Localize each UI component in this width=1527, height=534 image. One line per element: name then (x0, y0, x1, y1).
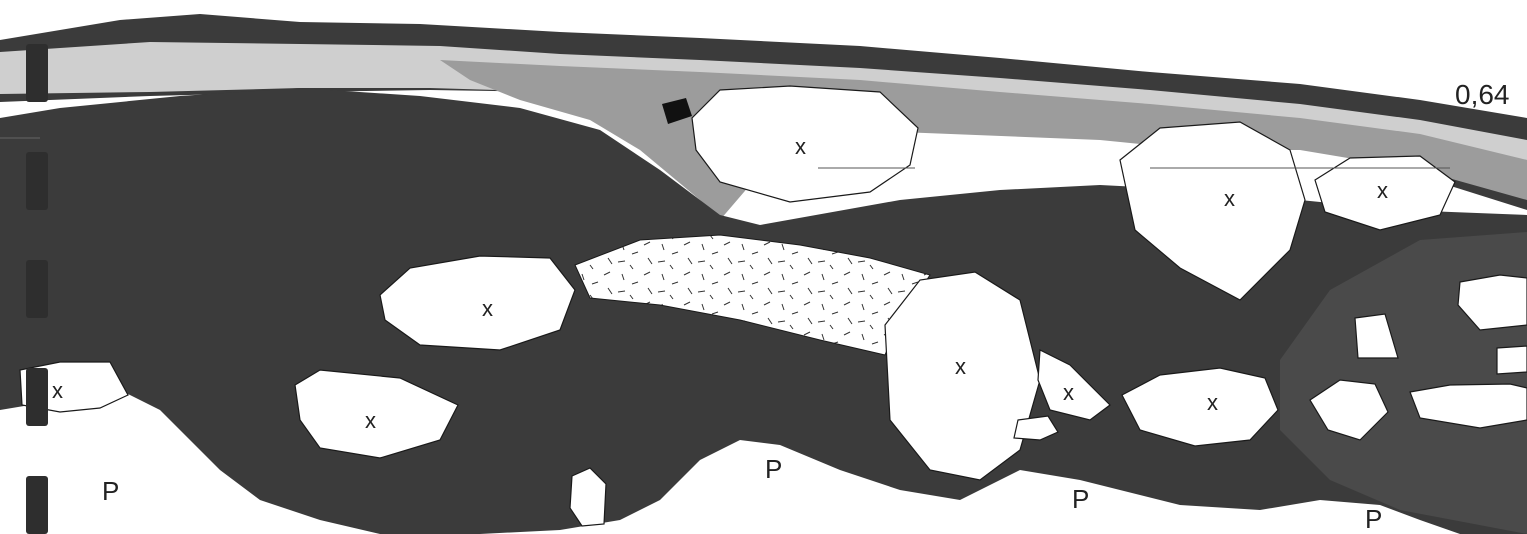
clast-13 (1497, 346, 1527, 374)
scale-bar-5 (26, 476, 48, 534)
marker-p-3: P (1072, 484, 1089, 514)
marker-p-1: P (102, 476, 119, 506)
marker-x-1: x (795, 134, 806, 159)
marker-x-7: x (1207, 390, 1218, 415)
scale-bar-2 (26, 152, 48, 210)
marker-x-8: x (365, 408, 376, 433)
scale-bar-1 (26, 44, 48, 102)
scale-bar-3 (26, 260, 48, 318)
marker-p-4: P (1365, 504, 1382, 534)
scale-label: 0,64 (1455, 79, 1510, 110)
marker-x-2: x (1224, 186, 1235, 211)
marker-x-5: x (955, 354, 966, 379)
marker-x-3: x (1377, 178, 1388, 203)
marker-x-6: x (1063, 380, 1074, 405)
marker-p-2: P (765, 454, 782, 484)
scale-bar-4 (26, 368, 48, 426)
marker-x-9: x (52, 378, 63, 403)
marker-x-4: x (482, 296, 493, 321)
